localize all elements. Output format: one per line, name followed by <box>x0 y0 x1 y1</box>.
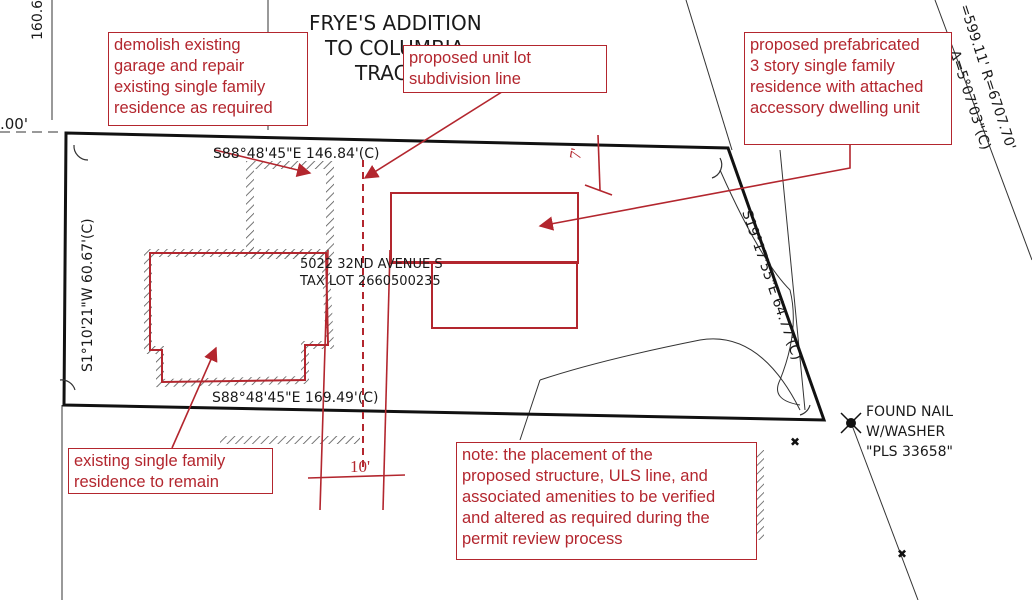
bearing-north-line: S88°48'45"E 146.84'(C) <box>213 146 379 162</box>
bearing-south-line: S88°48'45"E 169.49'(C) <box>212 390 378 406</box>
garage-outline <box>246 161 334 259</box>
handwritten-ten-foot-dimension <box>307 249 406 511</box>
bearing-west-line: S1°10'21"W 60.67'(C) <box>80 218 96 372</box>
bearing-east-line: S19°17'55"E 64.77'(C) <box>738 208 804 362</box>
proposed-residence-lower <box>431 261 578 329</box>
top-left-dimension: 160.6 <box>30 0 46 40</box>
callout-arrows <box>171 89 851 449</box>
left-dimension-fragment: .00' <box>0 115 28 133</box>
callout-placement-note: note: the placement of the proposed stru… <box>456 442 757 560</box>
callout-existing-residence: existing single family residence to rema… <box>68 448 273 494</box>
callout-unit-lot-line: proposed unit lot subdivision line <box>403 45 607 93</box>
small-x-mark: ✖ <box>790 435 800 449</box>
addition-title-1: FRYE'S ADDITION <box>309 11 482 35</box>
found-nail-marker <box>840 412 862 434</box>
handwritten-seven-foot-mark <box>584 134 613 196</box>
existing-residence-outline <box>144 249 335 388</box>
proposed-residence-upper <box>390 192 579 264</box>
handwritten-seven-label: 7' <box>567 147 586 161</box>
callout-demolish-garage: demolish existing garage and repair exis… <box>108 32 308 126</box>
tax-lot-number: TAX LOT 2660500235 <box>299 274 441 289</box>
corner-markers <box>59 144 811 416</box>
neighbor-structure-hatch <box>220 436 764 540</box>
found-nail-label-1: FOUND NAIL <box>866 404 953 420</box>
found-nail-label-2: W/WASHER <box>866 424 945 440</box>
handwritten-ten-label: 10' <box>350 457 370 476</box>
property-address: 5022 32ND AVENUE S <box>300 257 443 272</box>
callout-prefab-residence: proposed prefabricated 3 story single fa… <box>744 32 952 145</box>
small-x-mark-lower: ✖ <box>897 547 907 561</box>
found-nail-label-3: "PLS 33658" <box>866 444 953 460</box>
property-boundary <box>62 131 827 422</box>
